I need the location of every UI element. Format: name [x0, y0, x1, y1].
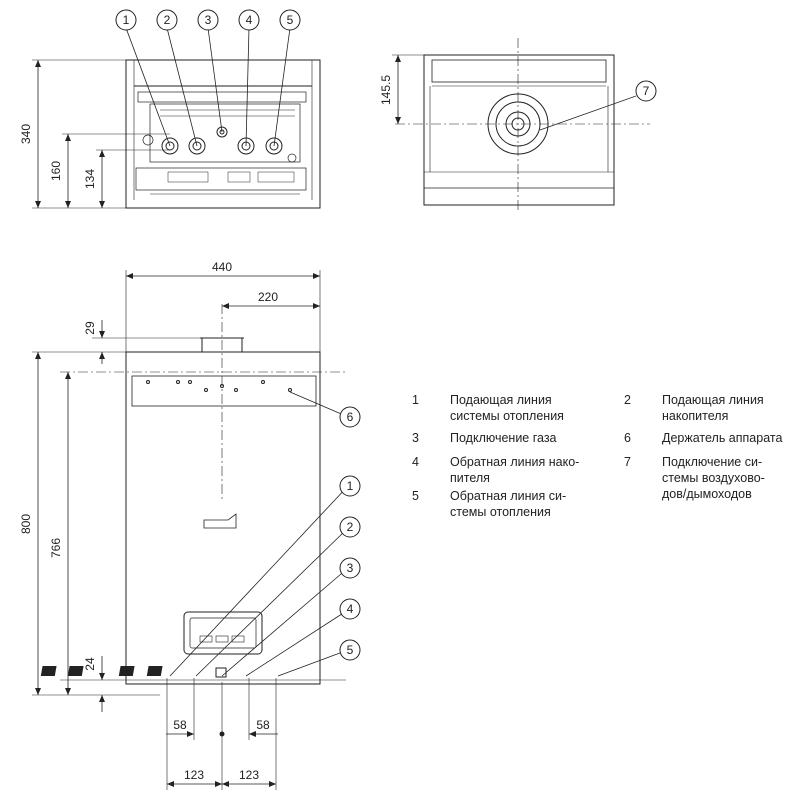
dim-width: 440	[212, 260, 232, 274]
dim-top-pipe-height: 134	[83, 169, 97, 189]
dim-half-width: 220	[258, 290, 278, 304]
dim-spacing-right: 58	[256, 718, 270, 732]
legend-number: 1	[412, 393, 419, 407]
callout-4-front: 4	[347, 602, 354, 616]
dim-top-height: 340	[19, 124, 33, 144]
legend-text: Подающая линия системы отопления	[450, 393, 564, 423]
connection-2	[67, 666, 84, 676]
dim-flue-offset: 145.5	[379, 75, 393, 105]
legend-number: 5	[412, 489, 419, 503]
bottom-view	[32, 27, 321, 209]
dim-pitch-left: 123	[184, 768, 204, 782]
connection-3	[215, 667, 227, 678]
callout-3-front: 3	[347, 561, 354, 575]
connection-5	[146, 666, 163, 676]
front-view	[32, 270, 349, 790]
callout-7: 7	[643, 84, 650, 98]
callout-1-top: 1	[123, 13, 130, 27]
top-view-housing	[423, 54, 615, 206]
connection-4	[118, 666, 135, 676]
control-panel	[183, 611, 263, 655]
dim-top-connection-height: 160	[49, 161, 63, 181]
dim-pitch-right: 123	[239, 768, 259, 782]
callout-5-front: 5	[347, 643, 354, 657]
legend-number: 7	[624, 455, 631, 469]
legend-text: Подключение газа	[450, 431, 557, 445]
callout-5-top: 5	[287, 13, 294, 27]
legend-text: Обратная линия нако- пителя	[450, 455, 580, 485]
callout-2-front: 2	[347, 520, 354, 534]
dim-bottom-offset: 24	[83, 657, 97, 671]
legend-text: Подключение си- стемы воздухово- дов/дым…	[662, 455, 765, 501]
legend-number: 2	[624, 393, 631, 407]
legend-text: Подающая линия накопителя	[662, 393, 764, 423]
legend-number: 6	[624, 431, 631, 445]
callout-3-top: 3	[205, 13, 212, 27]
appliance-holder	[131, 375, 317, 407]
front-view-housing	[125, 351, 321, 685]
connection-1	[40, 666, 57, 676]
legend-number: 4	[412, 455, 419, 469]
callout-2-top: 2	[164, 13, 171, 27]
dim-total-height: 800	[19, 514, 33, 534]
callout-4-top: 4	[246, 13, 253, 27]
callout-1-front: 1	[347, 479, 354, 493]
legend-number: 3	[412, 431, 419, 445]
top-view	[392, 38, 650, 212]
legend-text: Держатель аппарата	[662, 431, 783, 445]
dim-holder-height: 766	[49, 538, 63, 558]
legend-text: Обратная линия си- стемы отопления	[450, 489, 567, 519]
dim-spacing-left: 58	[173, 718, 187, 732]
callout-6: 6	[347, 410, 354, 424]
dim-top-gap: 29	[83, 321, 97, 335]
